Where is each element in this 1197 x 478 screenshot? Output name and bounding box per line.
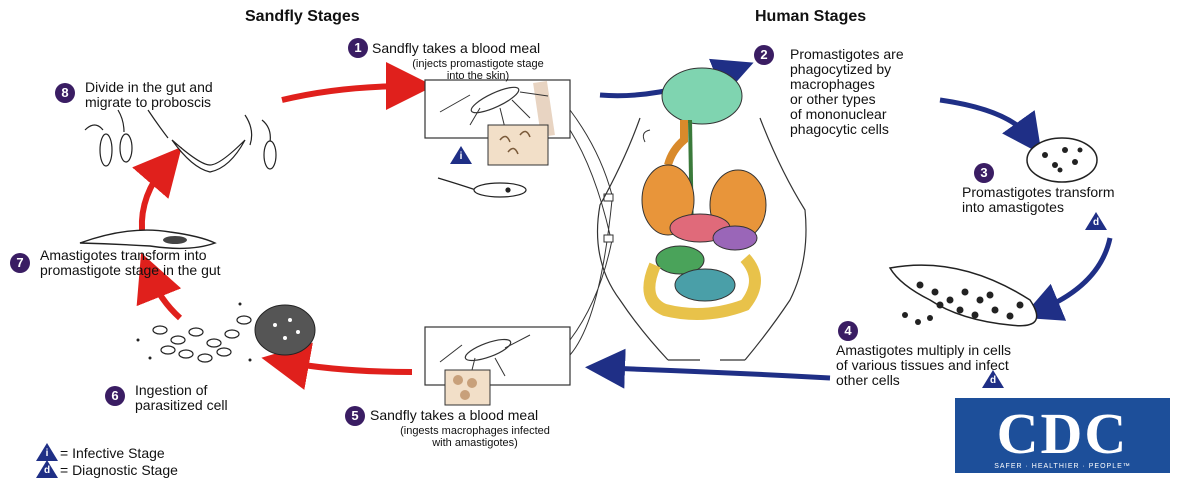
step-8-line2: migrate to proboscis xyxy=(85,95,211,110)
arrow-8-to-1 xyxy=(282,86,410,100)
step-1-title: Sandfly takes a blood meal xyxy=(372,41,540,56)
stage-6-ingested-cells-illustration xyxy=(137,303,316,363)
cdc-logo-text: CDC xyxy=(955,400,1170,467)
step-1-subtitle-line1: (injects promastigote stage xyxy=(388,58,568,70)
step-3-line1: Promastigotes transform xyxy=(962,185,1115,200)
legend-diagnostic-label: = Diagnostic Stage xyxy=(60,463,178,478)
step-5-subtitle-line1: (ingests macrophages infected xyxy=(380,425,570,437)
human-stages-heading: Human Stages xyxy=(755,8,866,26)
step-2-number: 2 xyxy=(754,45,774,65)
step-6-number: 6 xyxy=(105,386,125,406)
step-4-line1: Amastigotes multiply in cells xyxy=(836,343,1011,358)
step-7-number: 7 xyxy=(10,253,30,273)
arrow-7-to-8 xyxy=(142,165,166,230)
step-3-line2: into amastigotes xyxy=(962,200,1064,215)
stage-3-cell-illustration xyxy=(1027,138,1097,182)
infective-stage-marker: i xyxy=(450,146,472,164)
cdc-logo: CDC SAFER · HEALTHIER · PEOPLE™ xyxy=(955,398,1170,473)
step-8-line1: Divide in the gut and xyxy=(85,80,213,95)
diagnostic-stage-marker-step-4: d xyxy=(982,370,1004,388)
step-3-number: 3 xyxy=(974,163,994,183)
step-2-line3: macrophages xyxy=(790,77,875,92)
sandfly-stages-heading: Sandfly Stages xyxy=(245,8,360,26)
step-5-subtitle-line2: with amastigotes) xyxy=(380,437,570,449)
step-5-number: 5 xyxy=(345,406,365,426)
arrow-3-to-4 xyxy=(1040,238,1110,310)
arrow-5-to-6 xyxy=(285,362,412,372)
cdc-logo-tagline: SAFER · HEALTHIER · PEOPLE™ xyxy=(955,463,1170,470)
step-6-line2: parasitized cell xyxy=(135,398,228,413)
step-7-line1: Amastigotes transform into xyxy=(40,248,207,263)
human-body-illustration xyxy=(598,68,807,360)
step-5-title: Sandfly takes a blood meal xyxy=(370,408,538,423)
step-1-subtitle-line2: into the skin) xyxy=(388,70,568,82)
sandfly-feeding-illustration-top xyxy=(425,80,570,165)
step-4-line3: other cells xyxy=(836,373,900,388)
diagnostic-stage-marker-step-3: d xyxy=(1085,212,1107,230)
promastigote-illustration xyxy=(438,178,526,197)
legend-infective-label: = Infective Stage xyxy=(60,446,165,461)
arrow-2-to-3 xyxy=(940,100,1030,138)
step-4-number: 4 xyxy=(838,321,858,341)
step-2-line5: of mononuclear xyxy=(790,107,887,122)
step-7-line2: promastigote stage in the gut xyxy=(40,263,221,278)
step-1-number: 1 xyxy=(348,38,368,58)
sandfly-feeding-illustration-bottom xyxy=(425,327,570,405)
step-8-number: 8 xyxy=(55,83,75,103)
step-6-line1: Ingestion of xyxy=(135,383,207,398)
step-2-line4: or other types xyxy=(790,92,876,107)
stage-8-promastigotes-illustration xyxy=(85,110,276,172)
stage-7-promastigote-illustration xyxy=(80,230,215,248)
stage-4-infected-cell-illustration xyxy=(890,265,1037,326)
step-2-line2: phagocytized by xyxy=(790,62,891,77)
connector-lines xyxy=(570,110,612,355)
arrow-4-to-5 xyxy=(605,368,830,378)
legend-diagnostic-marker: d xyxy=(36,460,58,478)
arrow-6-to-7 xyxy=(150,275,180,318)
legend-infective-marker: i xyxy=(36,443,58,461)
step-2-line6: phagocytic cells xyxy=(790,122,889,137)
step-2-line1: Promastigotes are xyxy=(790,47,904,62)
